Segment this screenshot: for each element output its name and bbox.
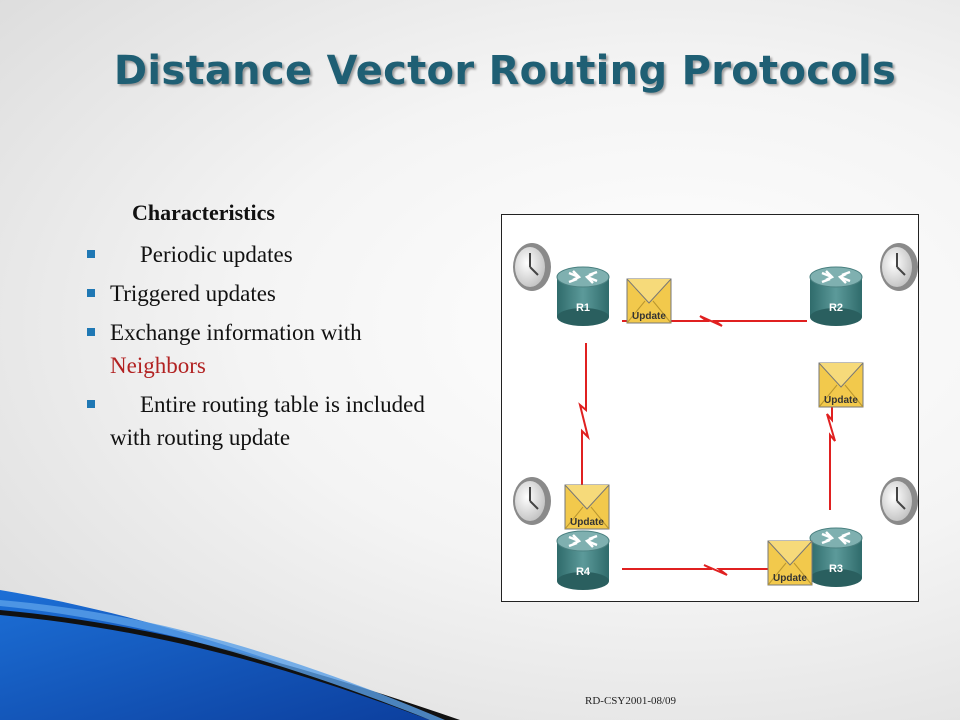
bullet-text: Exchange information with — [110, 320, 362, 345]
square-bullet-icon — [87, 250, 95, 258]
clock-icon — [512, 242, 552, 292]
router-r1: R1 — [555, 265, 611, 328]
router-label: R1 — [576, 302, 590, 314]
characteristics-heading: Characteristics — [132, 200, 275, 225]
update-label: Update — [773, 573, 807, 584]
update-envelope-icon: Update — [767, 540, 813, 586]
square-bullet-icon — [87, 328, 95, 336]
routing-diagram: R1 R2 R3 R4 Update Update Upda — [501, 214, 919, 602]
characteristics-panel: Characteristics Periodic updates Trigger… — [84, 200, 444, 460]
update-label: Update — [824, 395, 858, 406]
router-r4: R4 — [555, 529, 611, 592]
network-links — [578, 315, 836, 576]
bullet-text: Entire routing table is included with ro… — [110, 392, 425, 450]
update-envelope-icon: Update — [626, 278, 672, 324]
slide-footer: RD-CSY2001-08/09 — [585, 695, 677, 707]
update-label: Update — [632, 311, 666, 322]
square-bullet-icon — [87, 289, 95, 297]
router-label: R4 — [576, 566, 591, 578]
bullet-item: Exchange information with Neighbors — [84, 316, 444, 382]
neighbors-highlight: Neighbors — [110, 353, 206, 378]
bullet-list: Periodic updates Triggered updates Excha… — [84, 238, 444, 454]
clock-icon — [512, 476, 552, 526]
bullet-item: Periodic updates — [84, 238, 444, 271]
bullet-text: Periodic updates — [140, 242, 293, 267]
link-r2-r3 — [826, 385, 836, 510]
bullet-item: Triggered updates — [84, 277, 444, 310]
router-label: R2 — [829, 302, 843, 314]
bullet-item: Entire routing table is included with ro… — [84, 388, 444, 454]
update-envelope-icon: Update — [564, 484, 610, 530]
link-r4-r1 — [578, 343, 590, 505]
router-label: R3 — [829, 563, 843, 575]
clock-icon — [879, 242, 919, 292]
router-r3: R3 — [808, 526, 864, 589]
bullet-text: Triggered updates — [110, 281, 276, 306]
link-r3-r4 — [622, 564, 807, 576]
clock-icon — [879, 476, 919, 526]
update-envelope-icon: Update — [818, 362, 864, 408]
update-label: Update — [570, 517, 604, 528]
link-r1-r2 — [622, 315, 807, 327]
slide-title: Distance Vector Routing Protocols — [113, 48, 897, 94]
router-r2: R2 — [808, 265, 864, 328]
square-bullet-icon — [87, 400, 95, 408]
